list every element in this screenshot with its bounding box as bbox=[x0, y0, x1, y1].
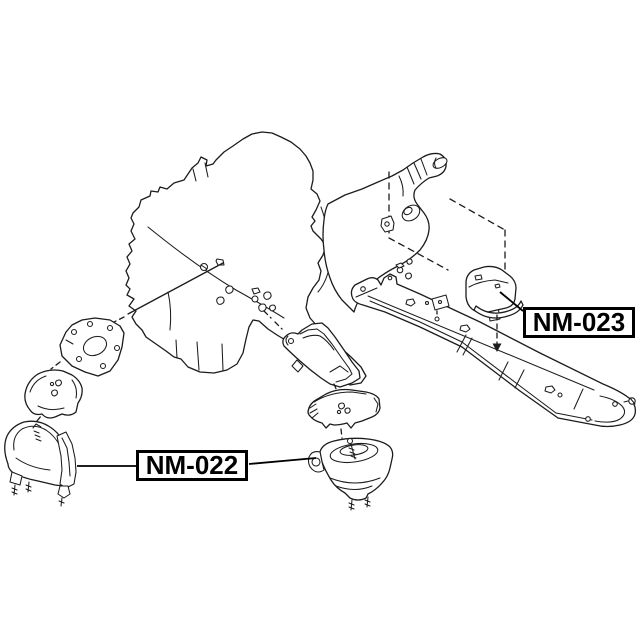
transmission-fasteners bbox=[395, 258, 413, 280]
engine-mount-right-drawing bbox=[307, 437, 394, 511]
mount-bracket-center-drawing bbox=[282, 322, 361, 392]
leader-nm023 bbox=[499, 291, 524, 312]
mount-nm023-drawing bbox=[431, 265, 524, 322]
engine-mount-left-drawing bbox=[4, 420, 77, 507]
crossmember-drawing bbox=[350, 273, 637, 428]
bolt-axes-dashed bbox=[436, 310, 502, 352]
center-chain-fasteners bbox=[251, 287, 283, 330]
transmission-tail-drawing bbox=[322, 152, 448, 313]
engine-bracket-plate-drawing bbox=[59, 317, 125, 377]
leader-nm022-right bbox=[248, 457, 317, 465]
part-code-label-nm022: NM-022 bbox=[136, 450, 248, 481]
part-code-label-nm023: NM-023 bbox=[523, 307, 635, 338]
insulator-plate-drawing bbox=[307, 388, 381, 439]
heat-shield-drawing bbox=[24, 369, 83, 419]
leader-lines bbox=[77, 291, 524, 467]
transmission-outline bbox=[322, 152, 447, 313]
transmission-bracket-drawing bbox=[380, 215, 395, 233]
